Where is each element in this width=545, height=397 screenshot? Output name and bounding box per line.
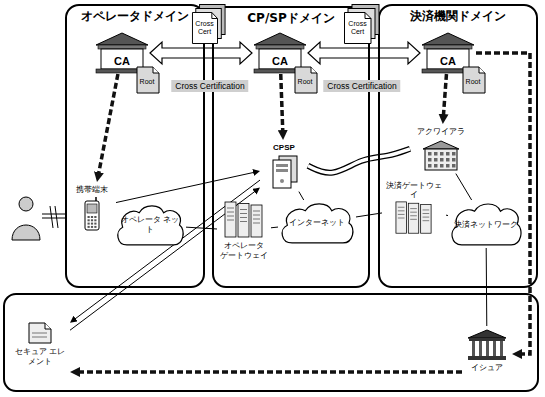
network-cloud: オペレータ ネット <box>114 202 186 248</box>
terminal-area-outline <box>4 294 538 391</box>
channel-core <box>308 149 410 173</box>
domain-box: オペレータドメイン CA Root 携帯端末オペレータ ネット <box>65 4 205 288</box>
icon-node: セキュア エレメント <box>10 318 70 380</box>
cert-path-arrow <box>281 74 283 133</box>
node-label: イシュア <box>471 363 503 373</box>
node-label: Root <box>298 78 313 86</box>
node-label: CPSP <box>273 143 295 153</box>
network-link <box>299 192 304 200</box>
issuer-bank-icon <box>466 329 508 361</box>
icon-node: イシュア <box>462 326 512 382</box>
root-certificate: Root <box>294 66 318 94</box>
root-certificate: Root <box>462 66 486 94</box>
network-cloud: 決済ネットワーク <box>448 200 524 248</box>
icon-node: アクワイアラ <box>410 124 472 174</box>
node-label: セキュア エレメント <box>12 347 68 366</box>
domain-heading: 決済機関ドメイン <box>408 9 508 23</box>
connector-line <box>443 74 446 117</box>
double-arrow-shape <box>150 42 252 64</box>
network-link <box>271 227 278 229</box>
node-label: Cross Cert <box>344 20 371 35</box>
cert-path-arrow <box>98 74 118 175</box>
node-label: Root <box>466 78 481 86</box>
connector-line <box>98 74 118 175</box>
channel-outline <box>308 149 410 173</box>
domain-box: 決済機関ドメイン CA Root アクワイアラ決済ゲートウェイ決済ネットワーク <box>378 4 538 288</box>
gateway-servers-icon <box>224 201 264 239</box>
connector-line <box>281 74 283 133</box>
connector-line <box>77 370 462 374</box>
connector-line <box>456 174 472 200</box>
connector-line <box>446 215 448 216</box>
node-label: 決済ゲートウェイ <box>384 181 444 199</box>
node-label: 携帯端末 <box>76 185 108 195</box>
connector-line <box>70 191 256 331</box>
icon-node: オペレータ ゲートウェイ <box>217 198 271 263</box>
cert-path-arrow <box>443 74 446 117</box>
node-label: オペレータ ゲートウェイ <box>219 241 269 260</box>
cross-certificate: Cross Cert <box>344 4 380 44</box>
node-label: Root <box>140 78 155 86</box>
node-label: 決済ネットワーク <box>454 220 518 229</box>
cert-path-arrow <box>77 372 462 373</box>
cert-path-arrow <box>476 53 530 354</box>
root-certificate: Root <box>136 66 160 94</box>
user-figure <box>12 197 40 240</box>
acquirer-building-icon <box>419 139 463 171</box>
connector-line <box>476 53 530 354</box>
node-label: CA <box>440 55 456 68</box>
node-label: アクワイアラ <box>417 127 465 137</box>
node-label: オペレータ ネット <box>120 215 180 234</box>
double-arrow-shape <box>308 42 420 64</box>
network-cloud: インターネット <box>278 200 356 246</box>
icon-node: 携帯端末 <box>68 182 116 234</box>
mobile-terminal-icon <box>82 197 102 231</box>
network-link <box>446 215 448 216</box>
node-label: Cross Cert <box>192 20 217 35</box>
node-label: CA <box>114 55 130 68</box>
domain-heading: オペレータドメイン <box>79 9 191 23</box>
data-flow-arrow <box>116 172 255 202</box>
node-label: インターネット <box>289 218 345 228</box>
server-icon <box>269 155 299 189</box>
cross-cert-arrow <box>308 42 420 64</box>
user-interface-lines <box>42 206 67 228</box>
cross-certificate: Cross Cert <box>192 4 226 44</box>
cross-certification-band: Cross Certification <box>171 80 248 92</box>
icon-node: 決済ゲートウェイ <box>382 178 446 238</box>
domain-heading: CP/SPドメイン <box>245 11 336 25</box>
domain-box: CP/SPドメイン CA RootCPSP オペレータ ゲートウェイ インターネット <box>212 6 370 288</box>
secure-element-icon <box>27 321 53 345</box>
connector-line <box>271 227 278 229</box>
gateway-servers-icon <box>395 201 433 235</box>
cross-cert-arrow <box>150 42 252 64</box>
connector-line <box>299 192 304 200</box>
connector-line <box>116 172 255 202</box>
secure-channel <box>308 149 410 173</box>
icon-node: CPSP <box>260 140 308 192</box>
node-label: CA <box>272 55 288 68</box>
cross-certification-band: Cross Certification <box>323 80 400 92</box>
network-link <box>456 174 472 200</box>
data-flow-arrow <box>70 191 256 331</box>
